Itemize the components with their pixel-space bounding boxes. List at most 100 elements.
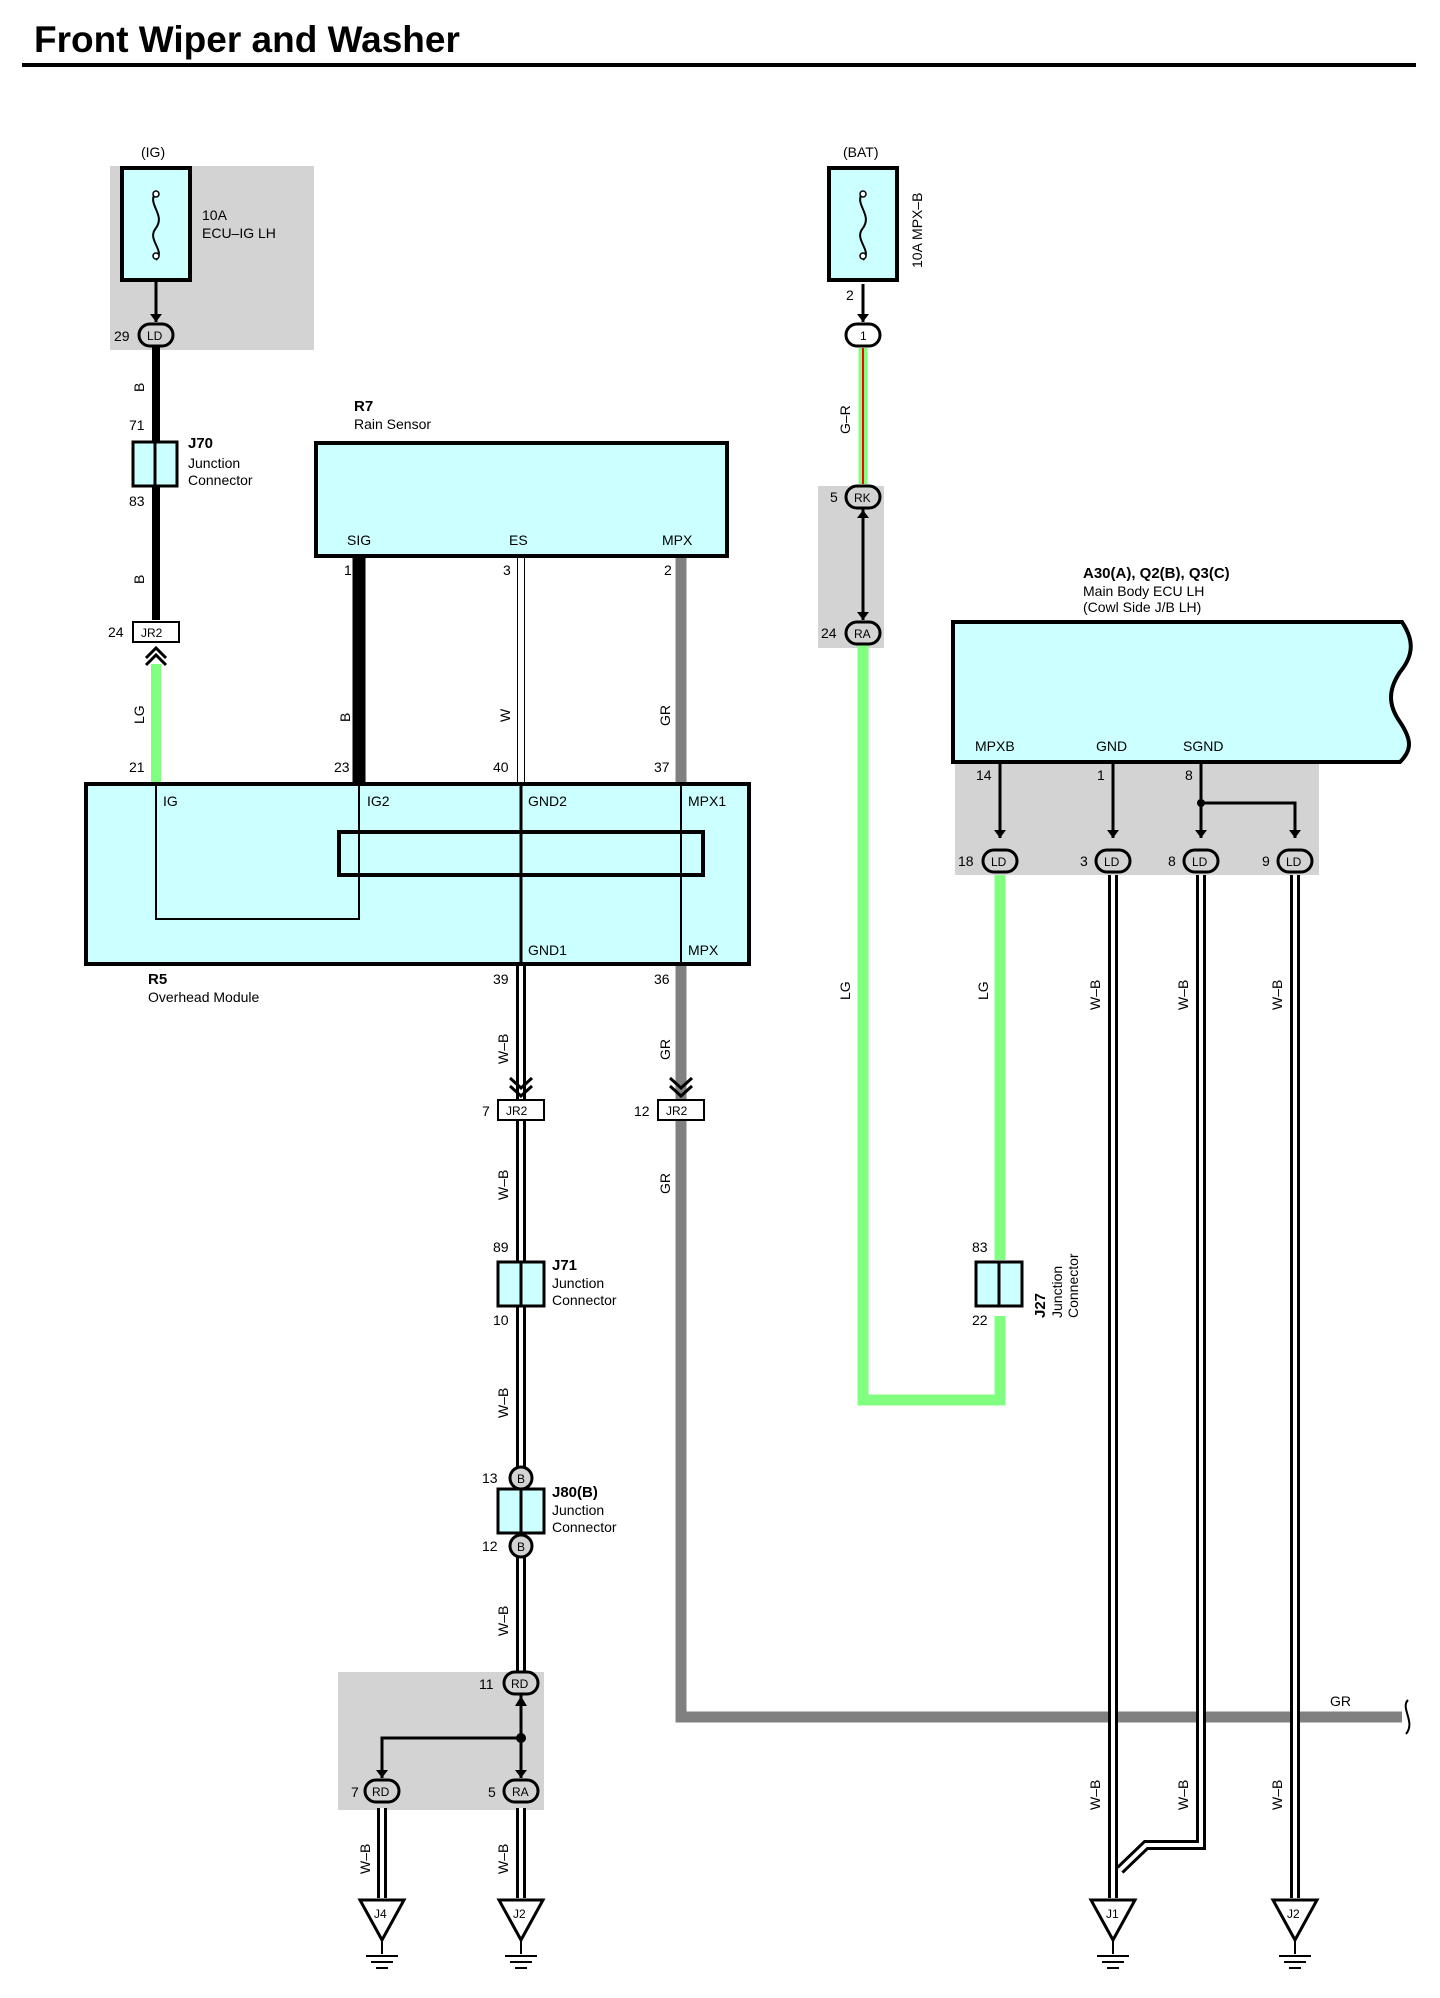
connector-jr2-7: JR2 [497, 1076, 545, 1121]
rain-sensor-box [314, 441, 729, 558]
connector-ld-18: LD [981, 830, 1019, 874]
connector-ld-29: LD [137, 314, 175, 348]
ground-j2-left: J2 [496, 1898, 546, 1969]
ground-j4: J4 [357, 1898, 407, 1969]
j80-id: J80(B) [552, 1484, 598, 1501]
j27-line1: Junction [1049, 1266, 1065, 1318]
r5-pin-gnd1: GND1 [528, 942, 567, 958]
svg-text:RD: RD [511, 1677, 529, 1691]
connector-jr2-24: JR2 [132, 621, 180, 667]
r5-pin-ig: IG [163, 793, 178, 809]
pin-23: 23 [334, 759, 350, 775]
pin-8-ld: 8 [1168, 853, 1176, 869]
svg-text:RA: RA [512, 1785, 529, 1799]
wc-wb-j2: W–B [495, 1844, 511, 1874]
ground-j2-right: J2 [1270, 1898, 1320, 1969]
connector-b-12: B [508, 1533, 534, 1559]
ecu-pin-mpxb: MPXB [975, 738, 1015, 754]
pin-7-jr2: 7 [482, 1103, 490, 1119]
wc-wb-3: W–B [495, 1388, 511, 1418]
connector-rd-7: RD [363, 1770, 401, 1804]
ecu-id: A30(A), Q2(B), Q3(C) [1083, 565, 1230, 582]
pin-11: 11 [479, 1676, 494, 1692]
ecu-box [951, 620, 1413, 764]
pin-83: 83 [129, 493, 145, 509]
wc-wb-2: W–B [495, 1170, 511, 1200]
pin-5-rk: 5 [830, 489, 838, 505]
wc-lg-mpxb: LG [975, 981, 991, 1000]
rk-ra-area [818, 486, 884, 648]
wc-wb-sgnd-top: W–B [1175, 980, 1191, 1010]
j80-line2: Connector [552, 1519, 617, 1535]
svg-text:LD: LD [1104, 855, 1120, 869]
svg-text:J2: J2 [1287, 1907, 1300, 1921]
fuse-ecu-ig-lh [120, 166, 192, 322]
pin-71: 71 [129, 417, 145, 433]
gr-break-mark [1404, 1699, 1411, 1735]
wc-gr-3: GR [657, 1173, 673, 1194]
j80-line1: Junction [552, 1502, 604, 1518]
wc-wb-1: W–B [495, 1034, 511, 1064]
pin-18: 18 [958, 853, 974, 869]
wc-gr-bus: GR [1330, 1693, 1351, 1709]
connector-rd-11: RD [502, 1670, 540, 1778]
ecu-name: Main Body ECU LH [1083, 583, 1204, 599]
wire-gr-bus [675, 965, 1402, 1723]
svg-text:LD: LD [991, 855, 1007, 869]
fuse-source-ig: (IG) [141, 144, 165, 160]
connector-ld-8: LD [1182, 830, 1220, 874]
j71-line2: Connector [552, 1292, 617, 1308]
pin-40: 40 [493, 759, 509, 775]
svg-text:RA: RA [854, 627, 871, 641]
ecu-pin-sgnd: SGND [1183, 738, 1223, 754]
svg-text:JR2: JR2 [506, 1104, 528, 1118]
j71-id: J71 [552, 1257, 577, 1274]
svg-text:LD: LD [1192, 855, 1208, 869]
pin-2-r7: 2 [664, 562, 672, 578]
wc-lg-ig: LG [131, 705, 147, 724]
wc-gr-2: GR [657, 1039, 673, 1060]
wc-wb-sgnd2-bot: W–B [1269, 1780, 1285, 1810]
pin-36: 36 [654, 971, 670, 987]
ecu-sub: (Cowl Side J/B LH) [1083, 599, 1201, 615]
r7-pin-es: ES [509, 532, 528, 548]
r5-name: Overhead Module [148, 989, 260, 1005]
wc-lg-loop: LG [837, 981, 853, 1000]
fuse-source-bat: (BAT) [843, 144, 879, 160]
connector-ra-5: RA [502, 1778, 540, 1804]
wc-wb-gnd-bot: W–B [1087, 1780, 1103, 1810]
r5-pin-mpx: MPX [688, 942, 719, 958]
pin-12-jr2: 12 [634, 1103, 650, 1119]
page-title: Front Wiper and Washer [34, 19, 460, 60]
wc-wb-j4: W–B [357, 1844, 373, 1874]
junction-j71 [496, 1260, 546, 1308]
fuse-mpx-b [827, 166, 899, 282]
pin-3-r7: 3 [503, 562, 511, 578]
pin-29: 29 [114, 328, 130, 344]
r7-id: R7 [354, 398, 373, 415]
pin-5-ra: 5 [488, 1784, 496, 1800]
pin-1-r7: 1 [344, 562, 352, 578]
pin-12-b: 12 [482, 1538, 498, 1554]
j70-id: J70 [188, 435, 213, 452]
svg-text:J4: J4 [374, 1907, 387, 1921]
connector-ld-9: LD [1276, 830, 1314, 874]
wc-b-sig: B [337, 713, 353, 722]
pin-10: 10 [493, 1312, 509, 1328]
j70-line2: Connector [188, 472, 253, 488]
connector-rk-5: RK [844, 484, 882, 620]
j27-id: J27 [1032, 1293, 1049, 1318]
r5-pin-mpx1: MPX1 [688, 793, 726, 809]
wc-w-es: W [497, 708, 513, 722]
r7-pin-mpx: MPX [662, 532, 693, 548]
fuse-rating-ig: 10A [202, 207, 228, 223]
ground-j1: J1 [1088, 1898, 1138, 1969]
pin-24: 24 [108, 624, 124, 640]
pin-14: 14 [976, 767, 992, 783]
ecu-pin-gnd: GND [1096, 738, 1127, 754]
wire-lg-loop [857, 644, 1006, 1406]
pin-13: 13 [482, 1470, 498, 1486]
svg-text:B: B [517, 1472, 525, 1486]
connector-jr2-12: JR2 [657, 1076, 705, 1121]
svg-text:LD: LD [147, 329, 163, 343]
